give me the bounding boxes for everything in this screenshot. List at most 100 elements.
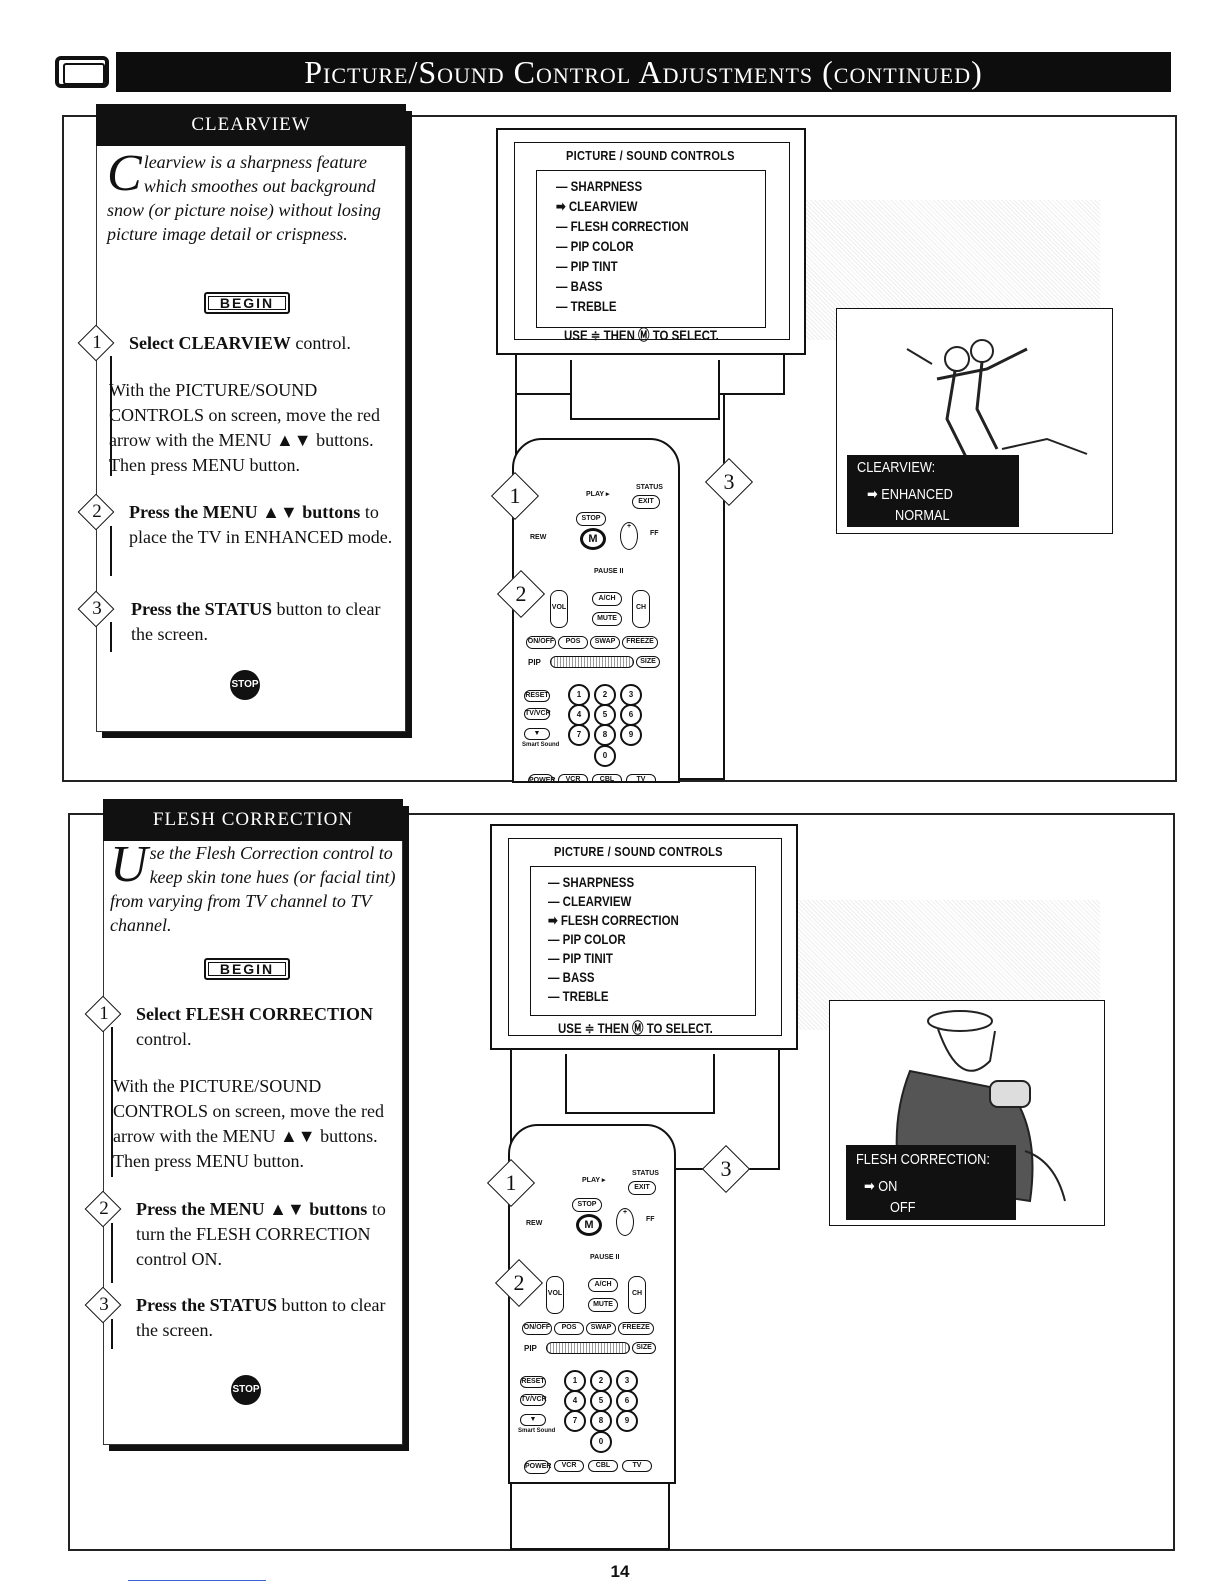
plus-button[interactable]: +	[620, 522, 638, 550]
vcr-button[interactable]: VCR	[558, 774, 588, 781]
ch-rocker[interactable]: CH	[632, 590, 650, 628]
pip-onoff-button[interactable]: ON/OFF	[522, 1322, 552, 1335]
stop-button[interactable]: STOP	[576, 512, 606, 526]
step-2-number: 2	[92, 501, 102, 522]
stop-button[interactable]: STOP	[572, 1198, 602, 1212]
step-3-number: 3	[92, 598, 102, 619]
cbl-button[interactable]: CBL	[588, 1460, 618, 1472]
step-divider	[110, 356, 112, 476]
mute-button[interactable]: MUTE	[588, 1298, 618, 1312]
size-button[interactable]: SIZE	[636, 656, 660, 668]
cbl-button[interactable]: CBL	[592, 774, 622, 781]
reset-button[interactable]: RESET	[520, 1376, 546, 1388]
key-6[interactable]: 6	[620, 704, 642, 726]
key-4[interactable]: 4	[568, 704, 590, 726]
menu-item: — TREBLE	[556, 298, 617, 314]
osd-option-selected: ➡ ON	[864, 1178, 898, 1195]
step-2-text: Press the MENU ▲▼ buttons to place the T…	[129, 502, 393, 547]
plus-button[interactable]: +	[616, 1208, 634, 1236]
menu-item: — PIP TINT	[556, 258, 618, 274]
menu-item: — PIP TINIT	[548, 950, 613, 966]
key-1[interactable]: 1	[568, 684, 590, 706]
step-divider	[111, 1027, 113, 1177]
freeze-button[interactable]: FREEZE	[618, 1322, 654, 1335]
key-0[interactable]: 0	[594, 745, 616, 767]
menu-item: — CLEARVIEW	[548, 893, 632, 909]
pip-label: PIP	[528, 658, 541, 667]
step-divider	[110, 526, 112, 576]
tv-button[interactable]: TV	[622, 1460, 652, 1472]
key-5[interactable]: 5	[594, 704, 616, 726]
status-exit-button[interactable]: EXIT	[632, 495, 660, 509]
menu-item: — BASS	[548, 969, 595, 985]
key-7[interactable]: 7	[564, 1410, 586, 1432]
vol-rocker[interactable]: VOL	[546, 1276, 564, 1314]
callout-3-number: 3	[723, 469, 735, 494]
osd-title: CLEARVIEW:	[857, 459, 936, 476]
menu-item: — SHARPNESS	[556, 178, 643, 194]
callout-1-number: 1	[509, 483, 521, 508]
step-3-text: Press the STATUS button to clear the scr…	[136, 1295, 386, 1340]
key-8[interactable]: 8	[594, 724, 616, 746]
pip-slider[interactable]	[550, 656, 634, 668]
menu-window	[514, 142, 790, 340]
tv-stand-inner	[565, 1054, 715, 1114]
menu-button[interactable]: M	[576, 1214, 602, 1236]
ach-button[interactable]: A/CH	[592, 592, 622, 606]
freeze-button[interactable]: FREEZE	[622, 636, 658, 649]
vcr-button[interactable]: VCR	[554, 1460, 584, 1472]
size-button[interactable]: SIZE	[632, 1342, 656, 1354]
vol-rocker[interactable]: VOL	[550, 590, 568, 628]
mute-button[interactable]: MUTE	[592, 612, 622, 626]
menu-item: — PIP COLOR	[556, 238, 634, 254]
pos-button[interactable]: POS	[558, 636, 588, 649]
stop-sign-icon: STOP	[230, 670, 260, 700]
key-8[interactable]: 8	[590, 1410, 612, 1432]
key-9[interactable]: 9	[620, 724, 642, 746]
key-2[interactable]: 2	[590, 1370, 612, 1392]
key-3[interactable]: 3	[620, 684, 642, 706]
key-7[interactable]: 7	[568, 724, 590, 746]
swap-button[interactable]: SWAP	[590, 636, 620, 649]
status-label: STATUS	[636, 484, 663, 491]
tvvcr-button[interactable]: TV/VCR	[524, 708, 551, 720]
pip-onoff-button[interactable]: ON/OFF	[526, 636, 556, 649]
smart-sound-button[interactable]: ▼	[524, 728, 550, 740]
ach-button[interactable]: A/CH	[588, 1278, 618, 1292]
key-9[interactable]: 9	[616, 1410, 638, 1432]
key-0[interactable]: 0	[590, 1431, 612, 1453]
menu-instructions: USE ≑ THEN Ⓜ TO SELECT.	[558, 1020, 713, 1036]
step-1-heading: Select CLEARVIEW control.	[129, 333, 351, 353]
menu-list	[536, 170, 766, 328]
osd-title: FLESH CORRECTION:	[856, 1151, 990, 1168]
step-2-text: Press the MENU ▲▼ buttons to turn the FL…	[136, 1199, 386, 1269]
tvvcr-button[interactable]: TV/VCR	[520, 1394, 547, 1406]
pos-button[interactable]: POS	[554, 1322, 584, 1335]
step-divider	[111, 1319, 113, 1349]
menu-button[interactable]: M	[580, 528, 606, 550]
ch-rocker[interactable]: CH	[628, 1276, 646, 1314]
menu-title: PICTURE / SOUND CONTROLS	[554, 844, 723, 859]
key-3[interactable]: 3	[616, 1370, 638, 1392]
reset-button[interactable]: RESET	[524, 690, 550, 702]
play-label: PLAY ▸	[582, 1177, 606, 1184]
step-3-number: 3	[99, 1294, 109, 1315]
key-5[interactable]: 5	[590, 1390, 612, 1412]
pip-slider[interactable]	[546, 1342, 630, 1354]
key-1[interactable]: 1	[564, 1370, 586, 1392]
power-button[interactable]: POWER	[524, 1460, 551, 1474]
key-6[interactable]: 6	[616, 1390, 638, 1412]
key-4[interactable]: 4	[564, 1390, 586, 1412]
remote-control: PLAY ▸ STATUS EXIT STOP M REW FF + PAUSE…	[508, 1124, 676, 1484]
step-1-heading: Select FLESH CORRECTION control.	[136, 1004, 374, 1049]
power-button[interactable]: POWER	[528, 774, 555, 781]
swap-button[interactable]: SWAP	[586, 1322, 616, 1335]
key-2[interactable]: 2	[594, 684, 616, 706]
step-2-number: 2	[99, 1198, 109, 1219]
smart-sound-button[interactable]: ▼	[520, 1414, 546, 1426]
status-exit-button[interactable]: EXIT	[628, 1181, 656, 1195]
tv-button[interactable]: TV	[626, 774, 656, 781]
